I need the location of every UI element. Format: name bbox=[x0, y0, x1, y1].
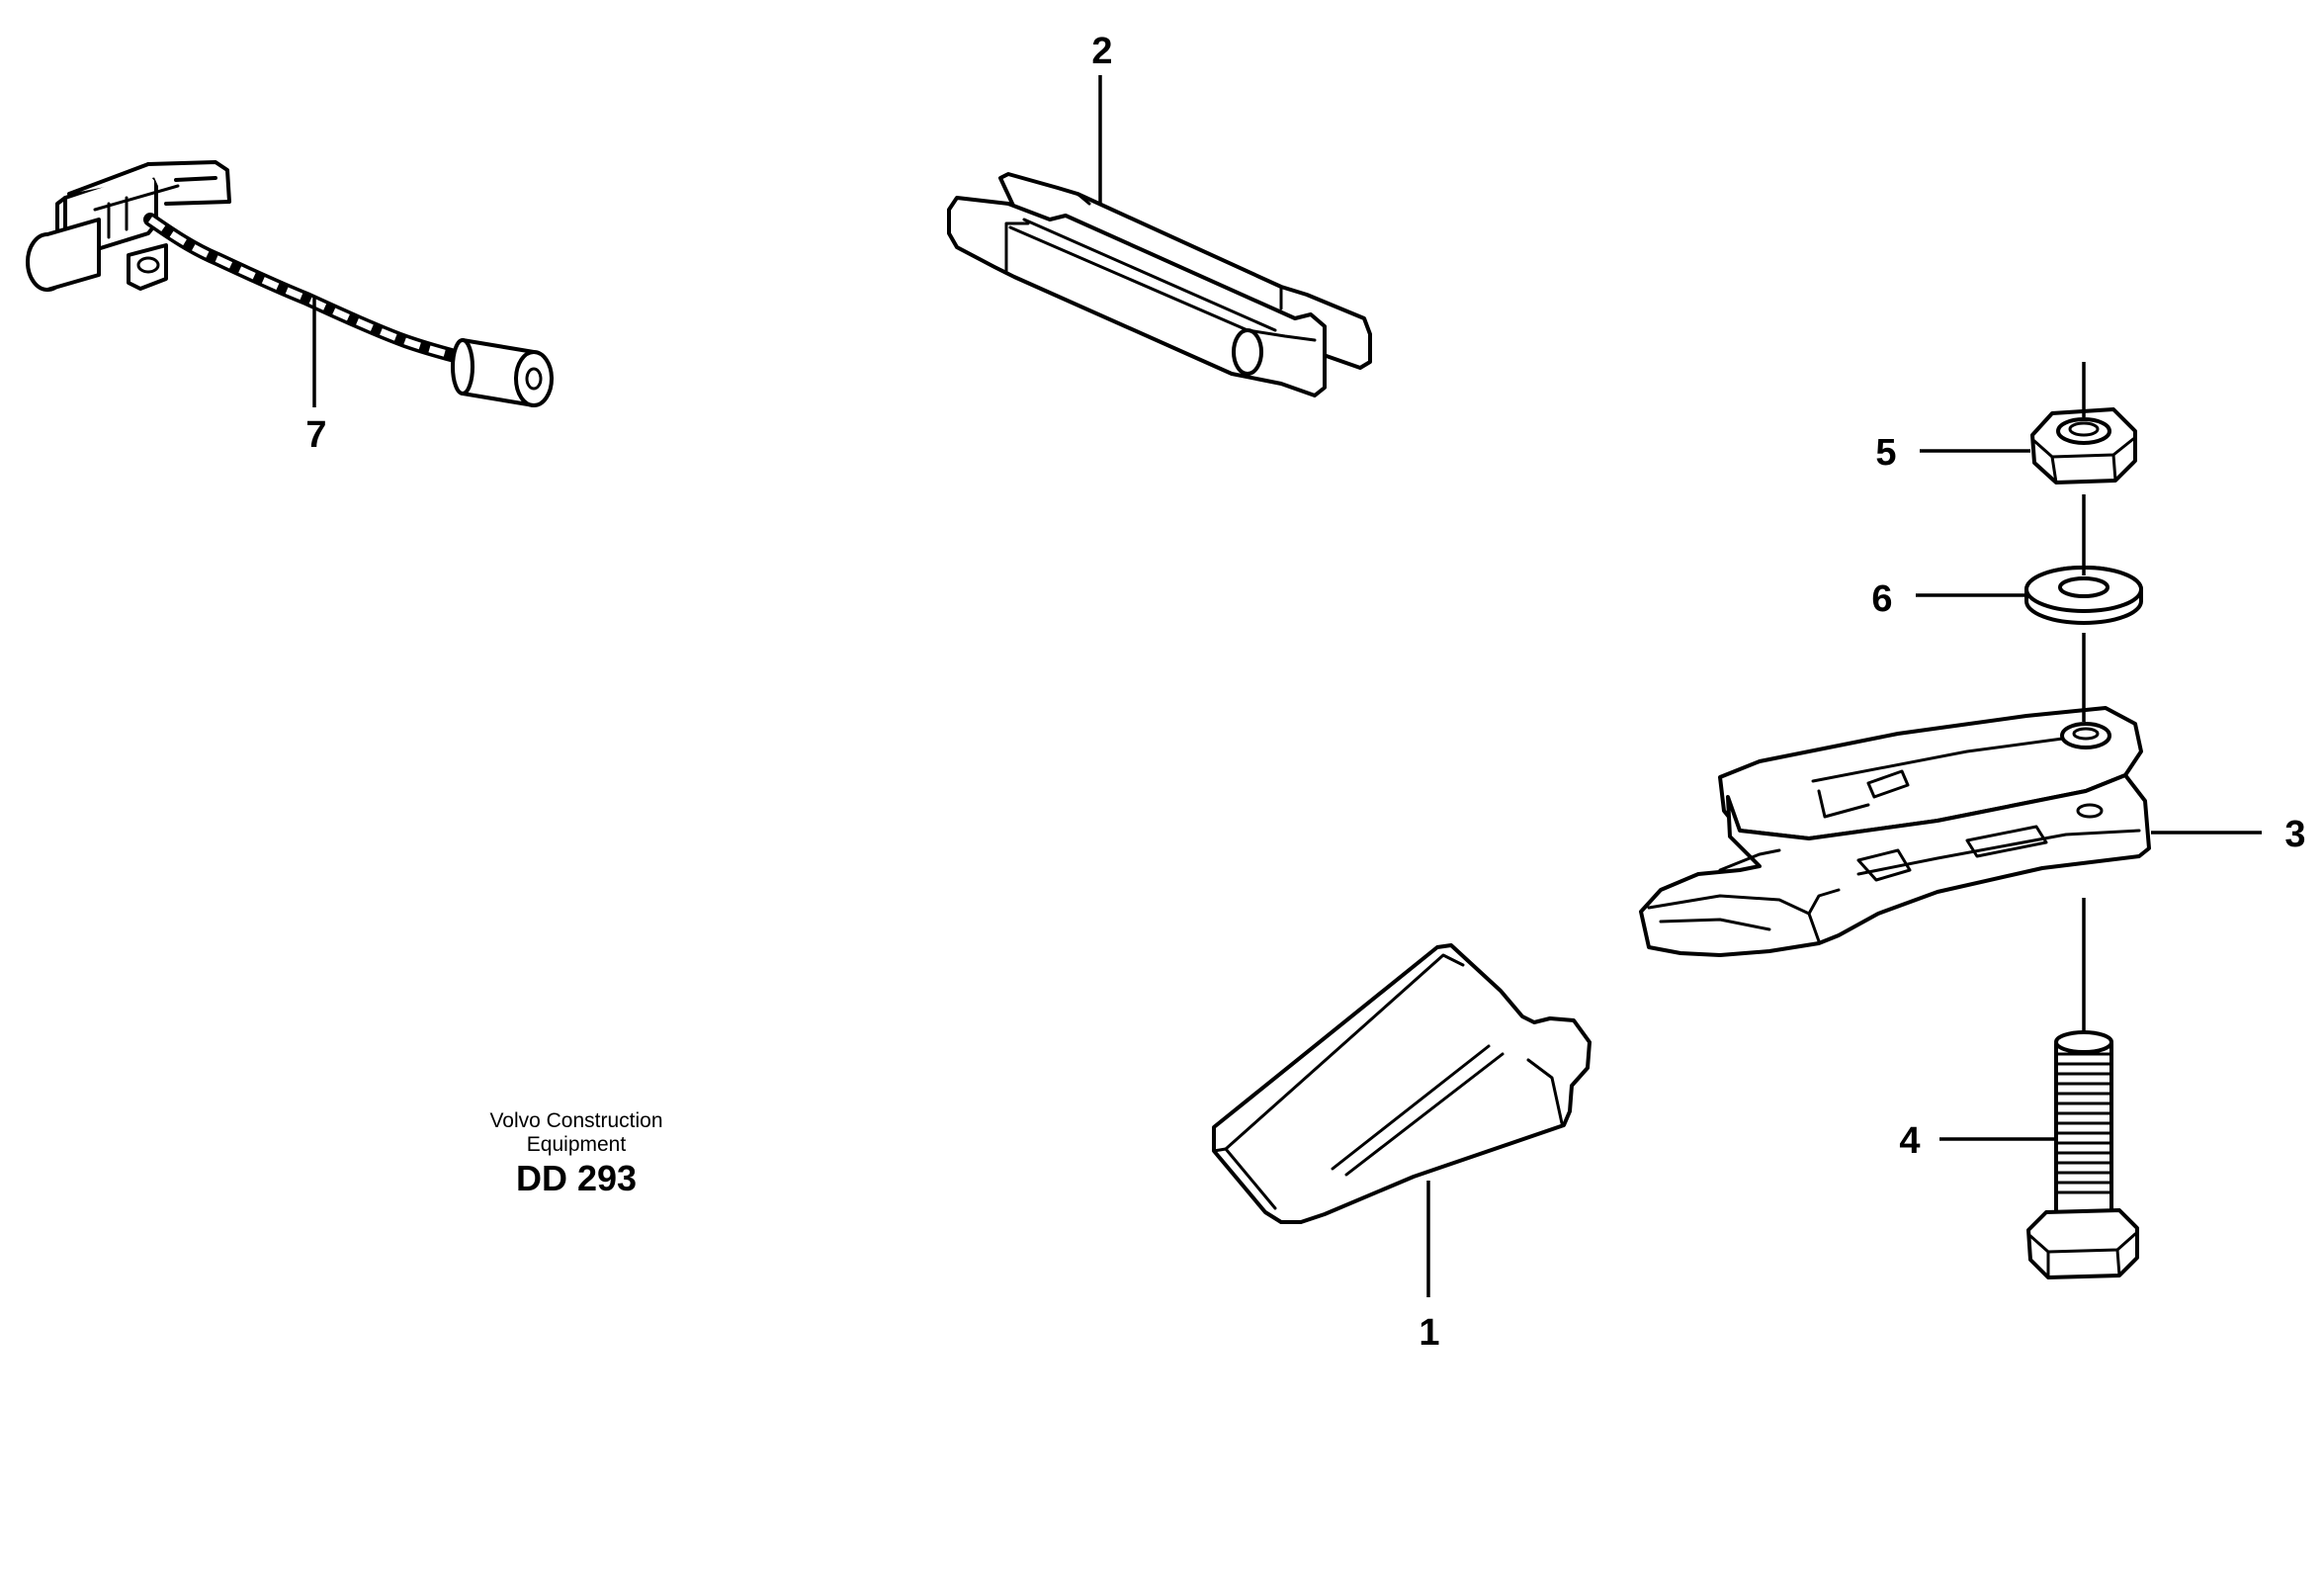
tooth-part-1 bbox=[1212, 943, 1592, 1224]
retainer-pin-part-2 bbox=[947, 172, 1372, 397]
callout-1: 1 bbox=[1419, 1312, 1439, 1354]
callout-2: 2 bbox=[1091, 31, 1112, 72]
washer-part-6 bbox=[2024, 566, 2143, 625]
caption-line1: Volvo Construction bbox=[489, 1109, 662, 1132]
caption-line2: Equipment bbox=[527, 1133, 627, 1156]
callout-6: 6 bbox=[1871, 578, 1892, 620]
nut-part-5 bbox=[2030, 407, 2137, 484]
caption-block: Volvo Construction Equipment DD 293 bbox=[489, 1109, 662, 1198]
callout-3: 3 bbox=[2284, 814, 2305, 855]
callout-5: 5 bbox=[1875, 432, 1896, 474]
callout-7: 7 bbox=[305, 414, 326, 456]
bolt-part-4 bbox=[2026, 1030, 2139, 1279]
callout-4: 4 bbox=[1899, 1120, 1920, 1162]
caption-code: DD 293 bbox=[516, 1158, 637, 1198]
pin-with-cable-part-7 bbox=[26, 160, 554, 407]
adapter-part-3 bbox=[1639, 706, 2151, 957]
